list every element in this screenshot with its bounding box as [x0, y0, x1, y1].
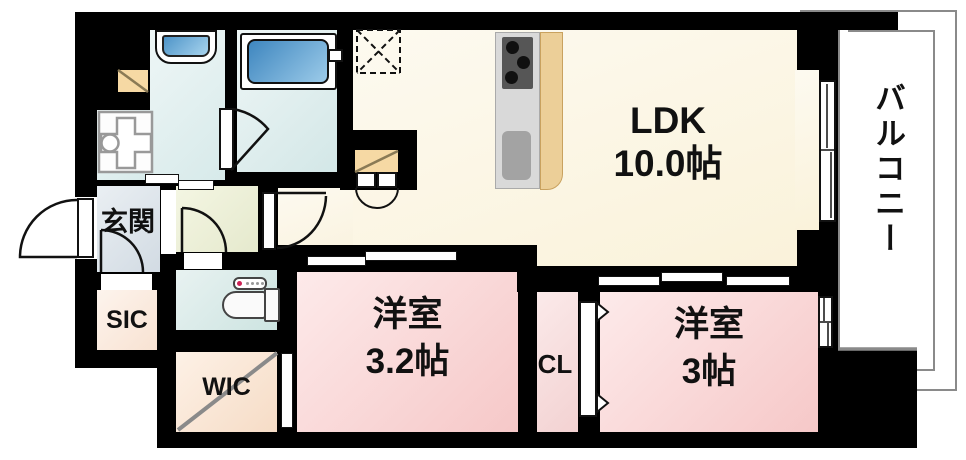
- washroom-sliding-door: [145, 174, 179, 184]
- bathtub-handle: [328, 49, 343, 62]
- bathroom-door-swing-icon: [230, 107, 270, 171]
- sic-door-swing-icon: [99, 228, 145, 273]
- bedroom32-name: 洋室: [372, 295, 443, 334]
- bedroom3-size: 3帖: [681, 352, 737, 392]
- entrance-hall-opening: [161, 190, 176, 254]
- storage-double-door-right: [377, 172, 397, 188]
- toilet-panel-dot: [256, 282, 259, 285]
- wic-sliding-door: [281, 353, 293, 428]
- bedroom3-sliding-door: [726, 276, 790, 286]
- bathroom-door-leaf: [219, 108, 234, 170]
- outside-area: [0, 368, 157, 460]
- stove-burner-icon: [506, 41, 519, 54]
- refrigerator-space-icon: [356, 29, 401, 74]
- shelf-diagonal: [117, 68, 149, 94]
- room-hall: [176, 186, 258, 252]
- washing-machine-pan-icon: [97, 110, 154, 174]
- balcony-inner-rail: [848, 30, 935, 371]
- ldk-door-swing-icon: [276, 191, 328, 250]
- balcony-outer-rail: [800, 10, 957, 391]
- toilet-panel-dot: [261, 282, 264, 285]
- bedroom32-sliding-door: [365, 251, 457, 261]
- cl-label: CL: [537, 349, 573, 379]
- corridor-ldk-door-leaf: [262, 192, 276, 250]
- balcony-area: [838, 12, 957, 392]
- toilet-panel-dot: [251, 282, 254, 285]
- closet-folding-door: [579, 301, 597, 417]
- balcony-top-wall: [838, 12, 898, 30]
- bedroom3-name: 洋室: [673, 305, 744, 344]
- stove-burner-icon: [505, 71, 518, 84]
- hall-door-swing-icon: [180, 206, 228, 253]
- entrance-door-swing-icon: [18, 198, 78, 259]
- bedroom3-sliding-door: [598, 276, 660, 286]
- balcony-label: バルコニー: [870, 81, 905, 257]
- folding-door-chevrons: [596, 300, 610, 415]
- storage-double-door-left: [356, 172, 376, 188]
- bedroom32-sliding-door: [307, 256, 366, 266]
- entrance-label: 玄関: [101, 207, 155, 237]
- room-corridor: [278, 188, 353, 248]
- bedroom32-size: 3.2帖: [365, 342, 450, 382]
- storage-double-swing-icon: [355, 187, 399, 209]
- bedroom32-label: 洋室 3.2帖: [297, 291, 518, 386]
- room-bedroom-3: [600, 292, 818, 432]
- washroom-sliding-door: [178, 180, 214, 190]
- sic-label: SIC: [106, 306, 148, 334]
- hanger-pipe-icon: [176, 351, 279, 432]
- exterior-wall-bottom-right: [830, 348, 917, 448]
- bedroom3-label: 洋室 3帖: [600, 301, 818, 396]
- toilet-panel-red-dot: [237, 281, 242, 286]
- toilet-panel: [233, 277, 267, 290]
- wic-label: WIC: [202, 373, 251, 401]
- room-closet: [537, 290, 578, 432]
- window-pane-lines: [818, 84, 836, 346]
- shelf-diagonal: [354, 149, 399, 174]
- ldk-size: 10.0帖: [613, 142, 723, 184]
- room-ldk: [353, 30, 797, 268]
- bedroom3-sliding-door: [661, 272, 723, 282]
- kitchen-sink-icon: [502, 131, 531, 180]
- entrance-door-leaf: [77, 198, 94, 258]
- room-bedroom-32: [297, 271, 518, 432]
- washbasin-bowl: [162, 35, 210, 57]
- ldk-label: LDK 10.0帖: [558, 100, 778, 185]
- stove-burner-icon: [517, 56, 530, 69]
- entrance-sic-opening: [101, 274, 152, 290]
- ldk-name: LDK: [629, 100, 707, 141]
- hall-toilet-opening: [184, 253, 222, 269]
- room-shoe-closet: [97, 290, 157, 350]
- toilet-panel-dot: [246, 282, 249, 285]
- toilet-tank: [264, 288, 280, 322]
- room-ldk-window-bay: [795, 70, 819, 230]
- room-entrance: [97, 186, 160, 272]
